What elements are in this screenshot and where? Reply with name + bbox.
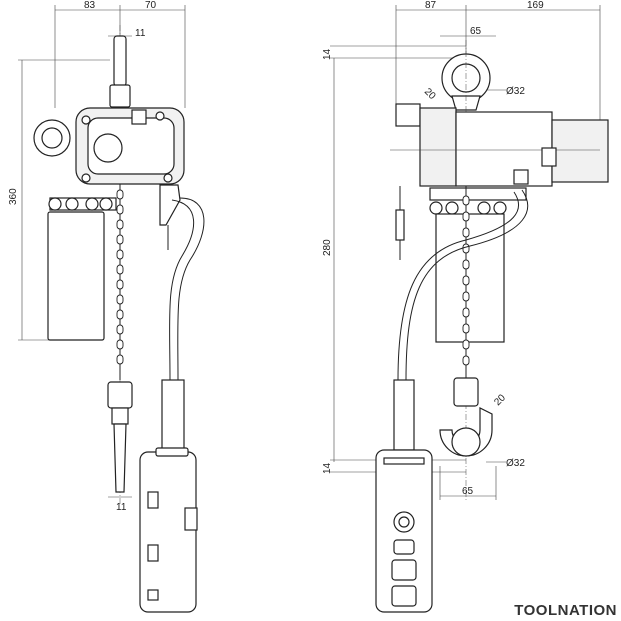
dim-right-hook-width-top: 65 <box>470 26 482 37</box>
right-view: 87 169 65 14 280 20 Ø32 <box>322 0 609 613</box>
dim-right-hook-angle-bottom: 20 <box>492 392 508 408</box>
dim-right-hook-width-bottom: 65 <box>462 486 474 497</box>
dim-right-total-height: 280 <box>322 239 333 256</box>
dim-left-top-b: 70 <box>145 0 157 11</box>
dim-left-chain-top: 11 <box>135 28 146 39</box>
toolnation-logo: TOOLNATION <box>514 602 617 619</box>
dim-right-hook-dia-bottom: Ø32 <box>506 458 525 469</box>
left-chain <box>116 184 124 380</box>
right-chain <box>462 186 470 378</box>
dim-right-offset-top: 14 <box>322 48 333 60</box>
dim-right-offset-bottom: 14 <box>322 462 333 474</box>
dim-right-hook-angle-top: 20 <box>422 86 438 102</box>
left-view: 83 70 11 360 <box>8 0 205 613</box>
dim-left-top-a: 83 <box>84 0 96 11</box>
dim-right-top-b: 169 <box>527 0 544 11</box>
dim-right-top-a: 87 <box>425 0 437 11</box>
dim-right-hook-dia-top: Ø32 <box>506 86 525 97</box>
dim-left-height: 360 <box>8 188 19 205</box>
dim-left-chain-bottom: 11 <box>116 502 127 513</box>
